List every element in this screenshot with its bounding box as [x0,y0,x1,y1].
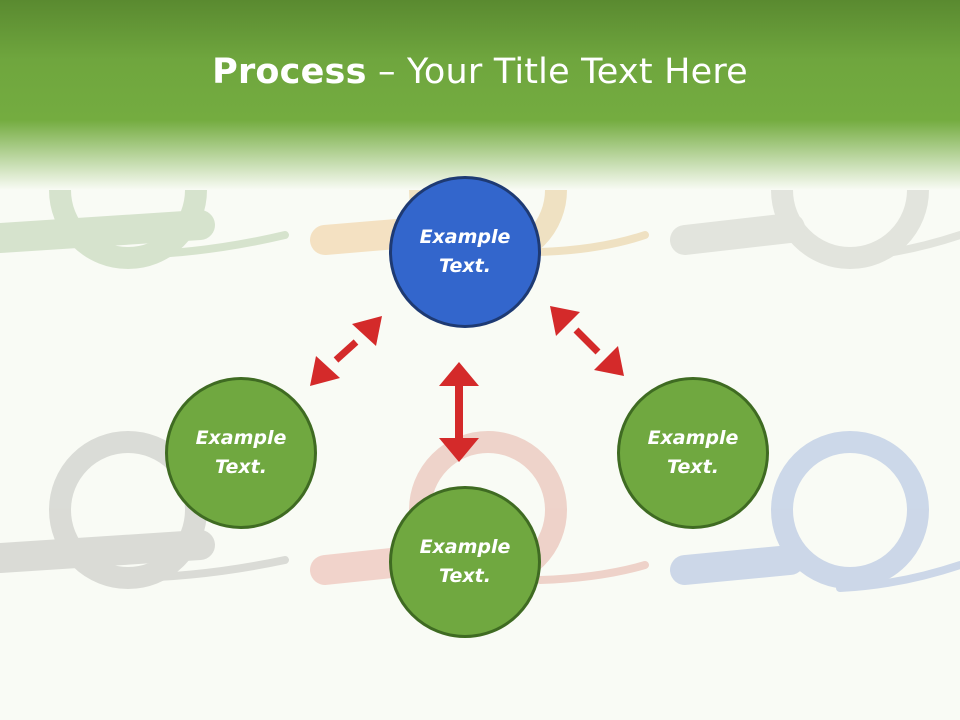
node-right-label: Example Text. [647,427,739,478]
title-bold: Process [212,52,367,92]
arrowhead-icon [594,346,624,376]
slide-title[interactable]: Process – Your Title Text Here [0,52,960,92]
arrowhead-icon [352,316,382,346]
node-bottom-label: Example Text. [419,536,511,587]
node-bottom[interactable]: Example Text. [389,486,541,638]
double-arrow-right [573,327,601,355]
node-top[interactable]: Example Text. [389,176,541,328]
title-text: – Your Title Text Here [366,52,748,92]
arrowhead-icon [439,438,479,462]
node-left-label: Example Text. [195,427,287,478]
node-left[interactable]: Example Text. [165,377,317,529]
arrowhead-icon [310,356,340,386]
arrowhead-icon [439,362,479,386]
node-top-label: Example Text. [419,226,511,277]
double-arrow-left [333,339,359,363]
title-banner [0,0,960,190]
rope-icon [670,431,960,592]
arrowhead-icon [550,306,580,336]
rope-icon [0,431,289,589]
node-right[interactable]: Example Text. [617,377,769,529]
